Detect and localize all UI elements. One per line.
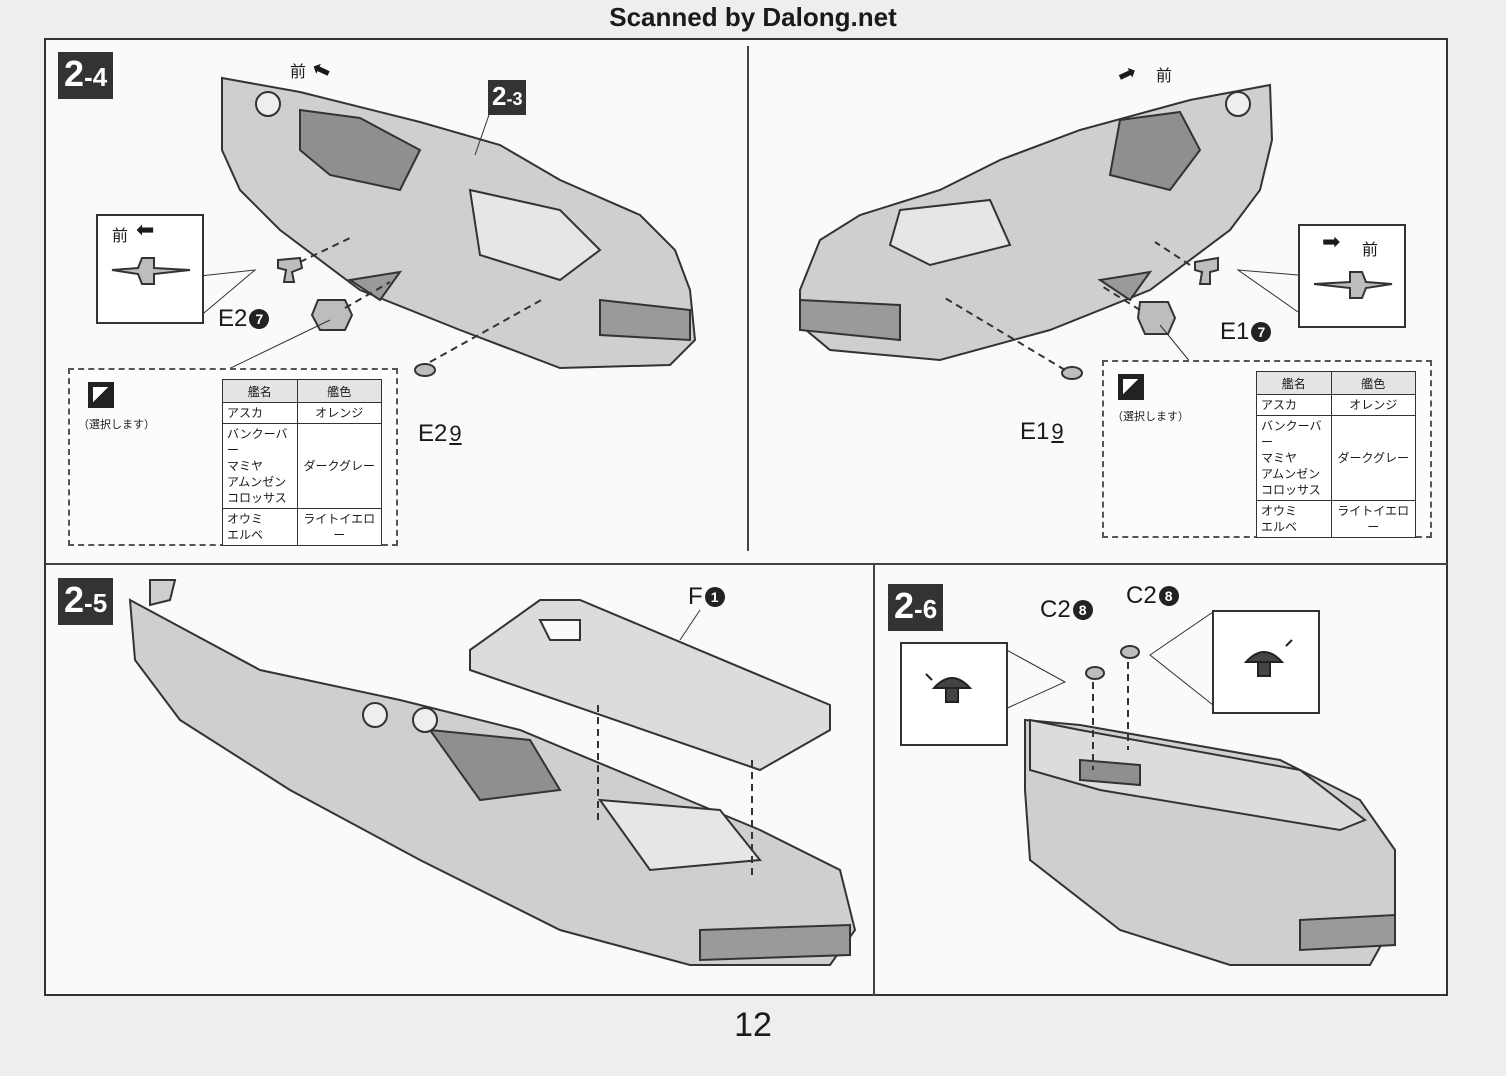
ship-color: ダークグレー [296,423,382,509]
divider-vertical-bottom [873,565,875,996]
page-number: 12 [734,1006,772,1044]
front-label: 前 [1362,240,1379,259]
ship-color: ライトイエロー [296,508,382,546]
callout-orientation-left: 前 ⬅ [96,214,204,324]
table-row: バンクーバー マミヤ アムンゼン コロッサス ダークグレー [222,423,382,509]
part-label-e1-9: E19 [1020,418,1064,445]
ship-name: オウミ [227,512,264,526]
step-badge-2-5: 2-5 [58,578,114,625]
table-header-ship: 艦名 [1256,371,1332,395]
table-row: オウミ エルベ ライトイエロー [222,508,382,546]
ship-name: エルベ [1261,520,1298,534]
ship-name: バンクーバー [1261,419,1322,449]
table-row: オウミ エルベ ライトイエロー [1256,500,1416,538]
table-header-color: 艦色 [296,379,382,403]
part-detail-icon [111,257,191,285]
ship-color: オレンジ [1330,394,1416,416]
ship-name: エルベ [227,528,264,542]
reference-badge-2-3: 2-3 [488,80,527,115]
ship-color: ライトイエロー [1330,500,1416,538]
callout-orientation-right: ➡ 前 [1298,224,1406,328]
ship-name: バンクーバー [227,427,288,457]
divider-horizontal [46,563,1448,565]
ship-color: オレンジ [296,402,382,424]
ship-name: コロッサス [227,491,287,505]
ship-name: アスカ [227,406,264,420]
part-detail-icon [1313,271,1393,299]
paint-brush-icon [88,382,114,408]
ship-color: ダークグレー [1330,415,1416,501]
paint-table-right: 艦名 艦色 アスカ オレンジ バンクーバー マミヤ アムンゼン コロッサス ダー… [1256,371,1416,538]
ship-name: アスカ [1261,398,1298,412]
ship-name: オウミ [1261,504,1298,518]
ship-name: マミヤ [1261,451,1298,465]
ship-name: アムンゼン [1261,467,1321,481]
table-row: アスカ オレンジ [222,402,382,424]
front-label: 前 [290,62,307,81]
front-label: 前 [112,226,129,245]
paint-table-left: 艦名 艦色 アスカ オレンジ バンクーバー マミヤ アムンゼン コロッサス ダー… [222,379,382,546]
ship-name: アムンゼン [227,475,287,489]
table-row: バンクーバー マミヤ アムンゼン コロッサス ダークグレー [1256,415,1416,501]
front-arrow-icon: ⬅ [136,218,155,243]
callout-part-c2-left [900,642,1008,746]
front-label: 前 [1156,66,1173,85]
part-detail-icon [925,673,973,703]
part-label-e2-9: E29 [418,420,462,447]
select-note: （選択します） [78,418,155,431]
table-header-color: 艦色 [1330,371,1416,395]
part-detail-icon [1243,639,1293,677]
front-arrow-icon: ➡ [1322,230,1341,255]
ship-name: コロッサス [1261,483,1321,497]
divider-vertical-top [747,46,749,551]
step-badge-2-4: 2-4 [58,52,114,99]
table-row: アスカ オレンジ [1256,394,1416,416]
select-note: （選択します） [1112,410,1189,423]
paint-brush-icon [1118,374,1144,400]
callout-part-c2-right [1212,610,1320,714]
scan-credit: Scanned by Dalong.net [609,2,897,32]
table-header-ship: 艦名 [222,379,298,403]
step-badge-2-6: 2-6 [888,584,944,631]
ship-name: マミヤ [227,459,264,473]
